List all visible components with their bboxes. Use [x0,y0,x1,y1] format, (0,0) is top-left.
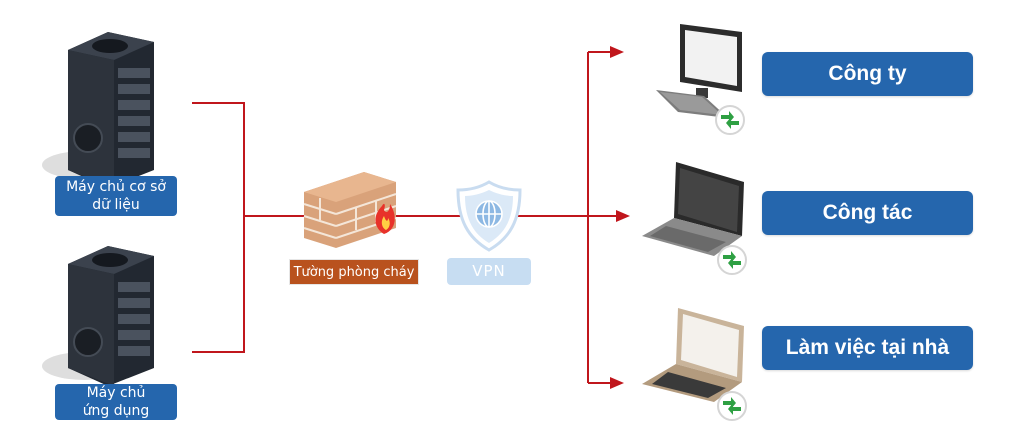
database-server-label-line2: dữ liệu [92,197,140,213]
vpn-label: VPN [447,258,531,285]
firewall-icon [303,172,397,248]
server-db-connector [192,102,245,353]
vpn-shield-icon [456,180,522,252]
arrow-head-middle [616,210,630,222]
home-laptop-icon [642,308,747,421]
firewall-label: Tường phòng cháy [289,259,419,285]
destination-business-trip-label: Công tác [762,191,973,235]
arrow-head-bottom [610,377,624,389]
arrow-head-top [610,46,624,58]
application-server-label: Máy chủ ứng dụng [55,384,177,420]
destination-company-label: Công ty [762,52,973,96]
database-server-label: Máy chủ cơ sở dữ liệu [55,176,177,216]
application-server-label-line2: ứng dụng [82,403,150,419]
desktop-computer-icon [656,24,745,135]
laptop-icon [642,162,747,275]
destination-work-from-home-label: Làm việc tại nhà [762,326,973,370]
application-server-label-line1: Máy chủ [86,385,146,401]
application-server-icon [42,246,154,386]
database-server-icon [42,32,154,188]
database-server-label-line1: Máy chủ cơ sở [66,179,166,195]
